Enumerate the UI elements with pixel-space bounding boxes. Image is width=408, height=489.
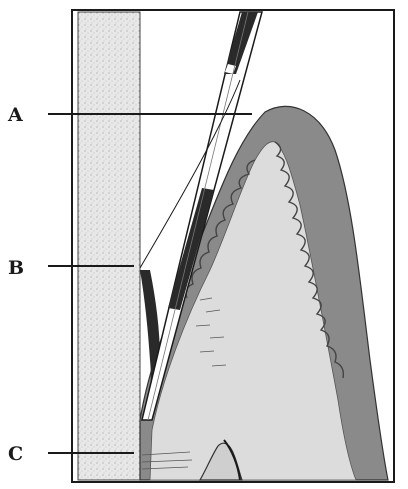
label-a: A [8, 104, 23, 126]
label-c: C [8, 443, 23, 465]
label-b: B [8, 257, 24, 279]
tooth-surface [78, 12, 140, 480]
